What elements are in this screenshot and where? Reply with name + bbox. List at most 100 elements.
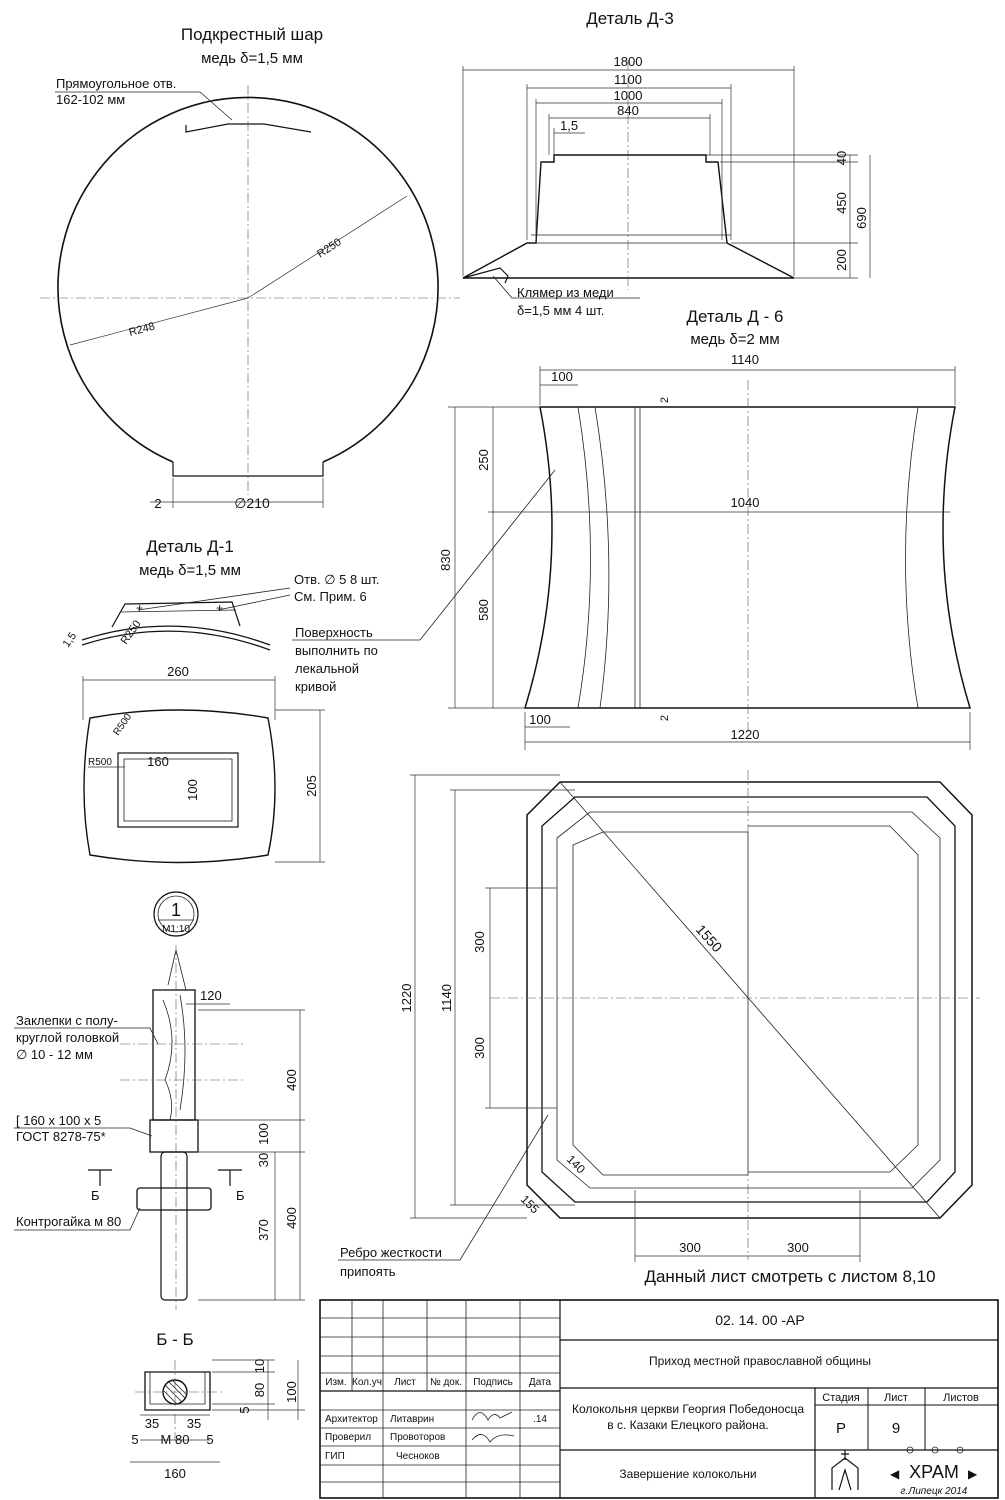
d6-curve-left (577, 406, 591, 709)
plan-inner (556, 811, 941, 1189)
d3-clamp (462, 267, 509, 284)
stamp-role-arch: Архитектор (325, 1414, 378, 1425)
bb-dims (130, 1359, 305, 1463)
node-rivets-dia: ∅ 10 - 12 мм (16, 1047, 93, 1062)
node-channel (149, 1119, 199, 1153)
stamp-name-arch: Литаврин (390, 1414, 434, 1425)
d6-dim-250: 250 (476, 449, 491, 471)
node-number: 1 (171, 900, 181, 920)
d3-dim-40: 40 (834, 151, 849, 165)
stamp-hdr-doc: № док. (430, 1377, 462, 1388)
d1-dim-160: 160 (147, 754, 169, 769)
node-nut-leader (14, 1207, 141, 1231)
stamp-stage: Р (836, 1420, 846, 1437)
bb-dim-5a: 5 (131, 1432, 138, 1447)
sphere-title: Подкрестный шар (181, 25, 323, 44)
d3-dim-1100: 1100 (614, 72, 642, 87)
plan-rib-leader (338, 1114, 549, 1261)
bb-dim-10: 10 (252, 1359, 267, 1373)
stamp-city: г.Липецк 2014 (901, 1486, 968, 1497)
sphere-top-hole (185, 123, 312, 133)
d1-holes-note: Отв. ∅ 5 8 шт. (294, 572, 379, 587)
bb-title: Б - Б (156, 1330, 193, 1349)
node-rivets-note: Заклепки с полу- (16, 1013, 118, 1028)
stamp-object-2: в с. Казаки Елецкого района. (607, 1418, 768, 1432)
stamp-signature-2 (471, 1434, 515, 1443)
bb-dim-5b: 5 (206, 1432, 213, 1447)
plan-dim-1220: 1220 (399, 984, 414, 1013)
node-section-label-r: Б (236, 1188, 245, 1203)
d1-hole-2: + (216, 601, 223, 615)
d3-right-dims (706, 154, 871, 279)
stamp-name-check: Провоторов (390, 1432, 445, 1443)
stamp-role-gip: ГИП (325, 1451, 345, 1462)
sphere-outline (57, 96, 439, 463)
sphere-r250: R250 (315, 236, 344, 260)
stamp-sheets-h: Листов (943, 1392, 979, 1404)
d1-dim-260: 260 (167, 664, 189, 679)
d6-dim-100-top: 100 (551, 369, 573, 384)
sphere-material: медь δ=1,5 мм (201, 50, 303, 67)
d3-dim-1800: 1800 (614, 54, 643, 69)
d6-curve-right (905, 406, 919, 709)
d3-outline (462, 154, 795, 279)
detail-d1: Деталь Д-1 медь δ=1,5 мм + + Отв. ∅ 5 8 … (61, 537, 379, 864)
bb-dim-35b: 35 (187, 1416, 201, 1431)
node-section-mark-l (88, 1169, 112, 1186)
d6-material: медь δ=2 мм (690, 331, 779, 348)
node-scale: М1:10 (162, 924, 190, 935)
sphere-r248: R248 (128, 321, 157, 339)
sphere-dim-dia: ∅210 (234, 495, 270, 511)
sheet-note: Данный лист смотреть с листом 8,10 (644, 1267, 935, 1286)
plan-rib-solder: припоять (340, 1264, 396, 1279)
node-channel-gost: ГОСТ 8278-75* (16, 1129, 106, 1144)
d6-surface-note-2: выполнить по (295, 643, 378, 658)
stamp-date-arch: .14 (533, 1414, 547, 1425)
d3-clamp-spec: δ=1,5 мм 4 шт. (517, 303, 604, 318)
bb-channel-inner (149, 1372, 206, 1405)
stamp-code: 02. 14. 00 -АР (715, 1312, 805, 1328)
node-1: 1 М1:10 120 400 100 30 400 370 Заклепки … (14, 891, 305, 1310)
d6-surface-note-1: Поверхность (295, 625, 373, 640)
d1-dim-r500a: R500 (111, 711, 134, 737)
node-rod (160, 1151, 188, 1301)
bb-rod-hatch (163, 1379, 188, 1405)
node-channel-leader (14, 1127, 153, 1137)
d1-arc-inner (81, 630, 271, 651)
d1-arc-outer (81, 625, 271, 646)
d3-clamp-leader (492, 275, 640, 299)
d6-dim-100-bot: 100 (529, 712, 551, 727)
node-wood-grain-2 (179, 994, 186, 1111)
logo-arrow-right-icon: ▶ (968, 1467, 978, 1481)
stamp-org: ХРАМ (909, 1462, 959, 1482)
d1-bracket (111, 601, 241, 628)
sphere-hole-leader (55, 91, 233, 121)
stamp-signature-1 (471, 1411, 513, 1421)
d3-top-dims (462, 66, 795, 276)
node-nut (136, 1187, 212, 1211)
sphere-hole-size: 162-102 мм (56, 92, 125, 107)
d3-clamp-note: Клямер из меди (517, 285, 614, 300)
logo-church-icon (831, 1450, 859, 1491)
bb-dim-100: 100 (284, 1381, 299, 1403)
d6-title: Деталь Д - 6 (686, 307, 783, 326)
plan-dim-140: 140 (564, 1152, 588, 1176)
node-section-label-l: Б (91, 1188, 100, 1203)
d1-dim-thk: 1,5 (61, 630, 80, 649)
plan-dim-300a: 300 (472, 931, 487, 953)
d6-dim-830: 830 (438, 549, 453, 571)
d6-dim-1040: 1040 (731, 495, 760, 510)
sphere-radius-inner-line (69, 297, 249, 346)
d3-dim-1000: 1000 (614, 88, 643, 103)
node-rivets-leader (14, 1027, 159, 1045)
stamp-hdr-list: Лист (394, 1377, 416, 1388)
d3-dim-690: 690 (854, 207, 869, 229)
d6-surface-note-4: кривой (295, 679, 336, 694)
bb-dim-35a: 35 (145, 1416, 159, 1431)
d1-material: медь δ=1,5 мм (139, 562, 241, 579)
d1-title: Деталь Д-1 (146, 537, 234, 556)
detail-d3: Деталь Д-3 1800 1100 1000 840 1,5 (462, 9, 871, 318)
d1-dim-205: 205 (304, 775, 319, 797)
node-rivets-head: круглой головкой (16, 1030, 119, 1045)
